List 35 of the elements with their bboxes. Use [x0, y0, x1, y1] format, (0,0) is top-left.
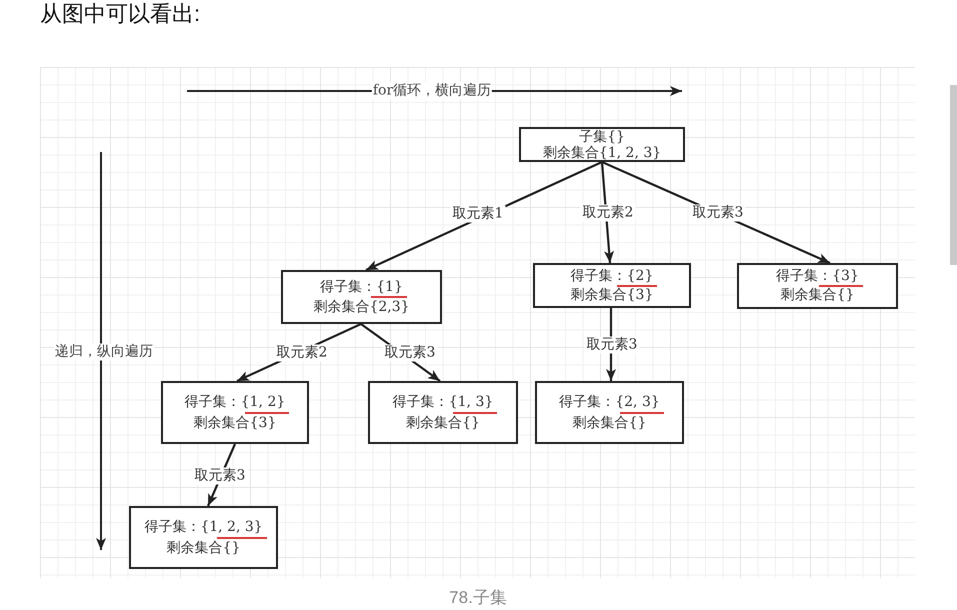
edge-label: 取元素3 — [192, 468, 248, 484]
node-text: 剩余集合{3} — [194, 414, 276, 430]
tree-node-box — [737, 263, 898, 309]
edge-label: 取元素3 — [584, 336, 640, 354]
edge-label: 取元素1 — [450, 206, 506, 222]
caption-text: 78.子集 — [449, 588, 507, 608]
node-text: 剩余集合{1, 2, 3} — [542, 144, 662, 160]
edge-label: 取元素2 — [274, 344, 330, 362]
edge-label: 取元素3 — [382, 344, 438, 362]
node-text: 剩余集合{} — [166, 540, 240, 556]
direction-label: 递归，纵向遍历 — [54, 344, 154, 360]
node-text: 得子集：{1} — [320, 279, 403, 295]
node-text: 剩余集合{} — [780, 287, 854, 303]
tree-node-box — [535, 381, 684, 444]
heading-text: 从图中可以看出: — [40, 0, 200, 28]
node-text: 剩余集合{} — [572, 414, 646, 430]
node-text: 得子集：{2, 3} — [559, 394, 660, 410]
tree-node-box — [281, 270, 442, 324]
edge-label: 取元素2 — [580, 204, 636, 222]
edge-label: 取元素3 — [690, 204, 746, 222]
tree-node-box — [533, 263, 691, 308]
tree-node-box — [368, 381, 518, 444]
node-text: 得子集：{1, 2, 3} — [144, 518, 263, 534]
node-text: 得子集：{3} — [776, 268, 859, 284]
node-text: 剩余集合{} — [406, 414, 480, 430]
node-text: 剩余集合{3} — [570, 286, 654, 302]
node-text: 剩余集合{2,3} — [313, 299, 410, 315]
tree-node-box — [161, 381, 309, 444]
node-text: 得子集：{1, 3} — [392, 394, 494, 410]
direction-label: for循环，横向遍历 — [372, 82, 492, 100]
node-text: 得子集：{2} — [570, 268, 654, 284]
node-text: 得子集：{1, 2} — [184, 394, 286, 410]
tree-node-box — [519, 127, 685, 162]
tree-node-box — [129, 506, 278, 569]
node-text: 子集{} — [579, 128, 625, 144]
